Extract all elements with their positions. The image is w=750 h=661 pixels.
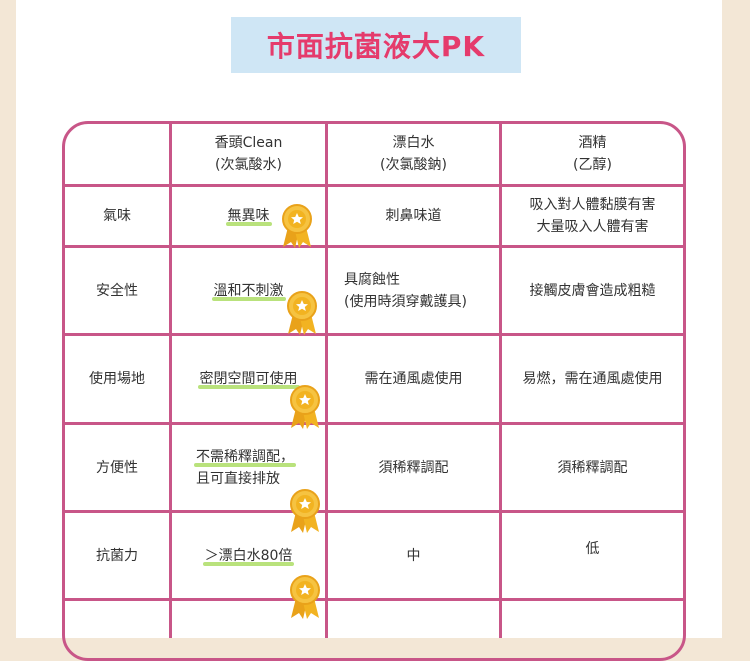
cell-text: 無異味 (227, 208, 270, 224)
cell-text: 吸入對人體黏膜有害 (529, 197, 656, 213)
award-medal-icon (287, 291, 317, 335)
column-divider (325, 121, 328, 638)
table-cell: 中 (406, 547, 421, 564)
row-divider (62, 333, 686, 336)
table-cell: 易燃，需在通風處使用 (522, 371, 663, 387)
column-divider (169, 121, 172, 638)
row-divider (62, 598, 686, 601)
table-cell: 吸入對人體黏膜有害 大量吸入人體有害 (502, 187, 683, 245)
header-cell: 漂白水 (次氯酸鈉) (328, 124, 499, 184)
table-cell: 須稀釋調配 (557, 459, 628, 476)
row-divider (62, 184, 686, 187)
award-medal-icon (290, 575, 320, 619)
table-cell: 具腐蝕性 (使用時須穿戴護具) (328, 248, 499, 333)
column-subname: (乙醇) (573, 157, 612, 173)
row-label: 氣味 (103, 208, 131, 224)
row-label: 使用場地 (89, 371, 145, 387)
row-label: 方便性 (96, 459, 138, 476)
award-medal-icon (290, 489, 320, 533)
column-divider (499, 121, 502, 638)
cell-text: 具腐蝕性 (344, 271, 400, 288)
table-cell: 接觸皮膚會造成粗糙 (529, 282, 656, 299)
row-divider (62, 245, 686, 248)
column-subname: (次氯酸水) (215, 157, 282, 173)
page-title: 市面抗菌液大PK (231, 17, 521, 73)
table-cell: 低 (585, 541, 600, 557)
award-medal-icon (282, 204, 312, 248)
table-cell: 須稀釋調配 (378, 459, 449, 476)
cell-text: 大量吸入人體有害 (536, 219, 649, 235)
header-cell: 香頭Clean (次氯酸水) (172, 124, 325, 184)
table-cell: 密閉空間可使用 (172, 336, 325, 422)
row-label: 抗菌力 (96, 547, 138, 564)
cell-text: ＞漂白水80倍 (204, 547, 293, 564)
table-cell: 刺鼻味道 (385, 208, 442, 224)
cell-text: 且可直接排放 (196, 470, 280, 487)
cell-text: (使用時須穿戴護具) (344, 293, 467, 310)
infographic-card (16, 0, 722, 638)
table-cell: ＞漂白水80倍 (172, 513, 325, 598)
table-cell: 不需稀釋調配， 且可直接排放 (172, 425, 325, 510)
cell-text: 密閉空間可使用 (199, 371, 298, 387)
column-name: 漂白水 (392, 135, 435, 151)
award-medal-icon (290, 385, 320, 429)
row-label: 安全性 (96, 282, 138, 299)
column-subname: (次氯酸鈉) (380, 157, 447, 173)
table-cell: 需在通風處使用 (364, 371, 463, 387)
table-cell: 無異味 (172, 187, 325, 245)
header-cell: 酒精 (乙醇) (502, 124, 683, 184)
row-divider (62, 510, 686, 513)
column-name: 香頭Clean (214, 135, 283, 151)
cell-text: 不需稀釋調配， (196, 448, 294, 465)
column-name: 酒精 (578, 135, 607, 151)
row-divider (62, 422, 686, 425)
table-cell: 溫和不刺激 (172, 248, 325, 333)
cell-text: 溫和不刺激 (213, 282, 284, 299)
